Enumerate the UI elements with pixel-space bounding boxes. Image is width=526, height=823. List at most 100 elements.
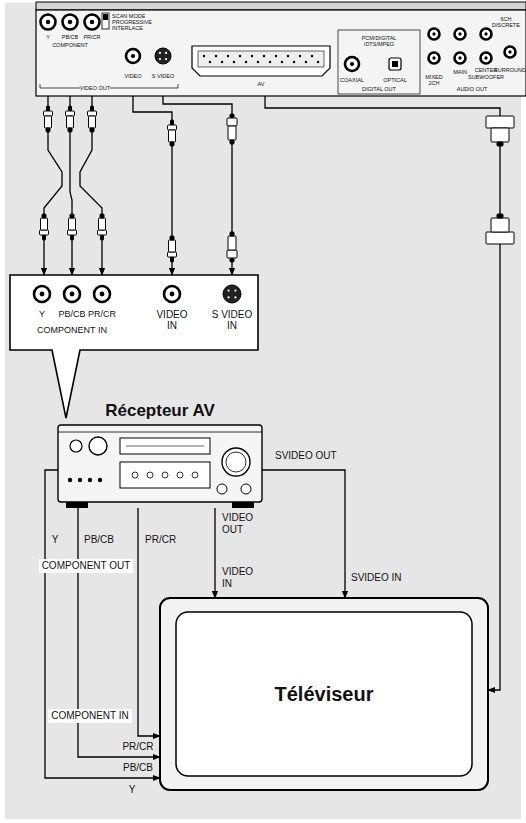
rca-jack xyxy=(429,29,440,40)
scart-plug xyxy=(497,142,503,146)
scart-pin xyxy=(287,55,289,57)
jack-pin xyxy=(458,32,461,35)
rca-plug xyxy=(71,235,74,240)
dvd-rear-panel-outline xyxy=(36,2,526,96)
volume-knob-inner xyxy=(226,452,246,472)
jack-label: PR/CR xyxy=(83,34,100,40)
jack-label: VIDEO xyxy=(124,73,141,79)
svideo-pin xyxy=(159,58,161,60)
scart-pin xyxy=(221,61,223,63)
rca-jack xyxy=(63,15,78,30)
device-title: Récepteur AV xyxy=(105,401,215,421)
rca-plug xyxy=(100,214,104,218)
jack-label: PB/CB xyxy=(58,309,85,319)
rca-plug xyxy=(88,111,97,116)
svideo-plug xyxy=(227,118,237,126)
svideo-plug xyxy=(230,232,234,236)
svideo-pin xyxy=(234,296,236,298)
svideo-pin xyxy=(227,289,229,291)
jack-label: Y xyxy=(46,34,50,40)
rca-jack xyxy=(345,57,359,71)
svideo-plug xyxy=(230,140,234,144)
scart-pin xyxy=(257,61,259,63)
jack-pin xyxy=(131,54,135,58)
scart-pin xyxy=(293,61,295,63)
dvd-rear-panel: YPB/CBPR/CRCOMPONENTSCAN MODEPROGRESSIVE… xyxy=(36,2,526,96)
scart-pin xyxy=(227,55,229,57)
scart-pin xyxy=(233,61,235,63)
scart-pin xyxy=(305,61,307,63)
jack-label: Y xyxy=(39,309,45,319)
television: Téléviseur xyxy=(160,598,488,790)
jack-pin xyxy=(350,62,354,66)
jack-pin xyxy=(484,32,487,35)
signal-label: COMPONENT OUT xyxy=(39,559,134,573)
jack-pin xyxy=(40,292,45,297)
rca-plug xyxy=(66,111,75,116)
rca-plug xyxy=(43,235,46,240)
receiver-button xyxy=(78,478,82,482)
jack-label: MIXED 2CH xyxy=(423,74,445,87)
jack-pin xyxy=(508,50,511,53)
jack-label: PROGRESSIVE xyxy=(112,19,152,25)
signal-label: SVIDEO IN xyxy=(351,572,403,584)
receiver-button xyxy=(88,478,92,482)
rca-jack xyxy=(455,29,466,40)
rca-plug xyxy=(168,125,177,130)
rca-jack xyxy=(85,15,100,30)
jack-label: OPTICAL xyxy=(383,77,407,83)
rca-jack xyxy=(455,53,466,64)
jack-label: S VIDEO xyxy=(152,73,174,79)
scart-pin xyxy=(311,55,313,57)
rca-plug xyxy=(44,111,53,116)
jack-label: VIDEO IN xyxy=(152,309,192,332)
svideo-jack xyxy=(155,48,171,64)
receiver-display xyxy=(120,438,210,454)
input-callout: YPB/CBPR/CRCOMPONENT INVIDEO INS VIDEO I… xyxy=(10,275,258,350)
jack-label: AV xyxy=(258,81,265,87)
rca-plug xyxy=(67,116,74,128)
jack-label: AUDIO OUT xyxy=(457,86,488,92)
rca-jack xyxy=(94,286,110,302)
rca-plug xyxy=(91,106,94,111)
svideo-pin xyxy=(159,52,161,54)
av-receiver: Récepteur AV xyxy=(58,398,262,508)
rca-plug xyxy=(69,106,72,111)
rca-plug xyxy=(171,257,174,262)
rca-plug xyxy=(169,240,176,252)
svideo-plug xyxy=(228,236,236,250)
scart-socket xyxy=(192,46,330,76)
optical-port xyxy=(392,61,398,67)
scan-switch xyxy=(102,13,109,29)
signal-label: Y xyxy=(52,534,59,546)
jack-label: MAIN xyxy=(453,69,467,75)
scart-pin xyxy=(251,55,253,57)
scart-plug xyxy=(497,214,503,218)
receiver-knob xyxy=(70,440,82,452)
rca-plug xyxy=(46,128,50,132)
receiver-knob xyxy=(217,484,227,494)
signal-label: COMPONENT IN xyxy=(48,709,132,723)
rca-plug xyxy=(45,116,52,128)
signal-label: PR/CR xyxy=(145,534,176,546)
scart-pin xyxy=(215,55,217,57)
signal-label: PB/CB xyxy=(123,762,153,774)
signal-label: VIDEO OUT xyxy=(222,512,262,536)
jack-label: SURROUND xyxy=(494,67,526,73)
receiver-foot xyxy=(66,502,88,508)
rca-jack xyxy=(41,15,56,30)
rca-plug xyxy=(98,230,107,235)
deck-control xyxy=(132,472,138,478)
signal-label: PB/CB xyxy=(84,534,114,546)
digital-out-frame xyxy=(338,30,420,94)
outline-group xyxy=(10,275,258,418)
deck-control xyxy=(177,472,183,478)
rca-plug xyxy=(70,214,74,218)
signal-label: PR/CR xyxy=(122,741,153,753)
receiver-button xyxy=(98,478,102,482)
receiver-knob xyxy=(241,484,251,494)
rca-plug xyxy=(101,235,104,240)
receiver-body xyxy=(58,425,262,502)
scart-pin xyxy=(263,55,265,57)
